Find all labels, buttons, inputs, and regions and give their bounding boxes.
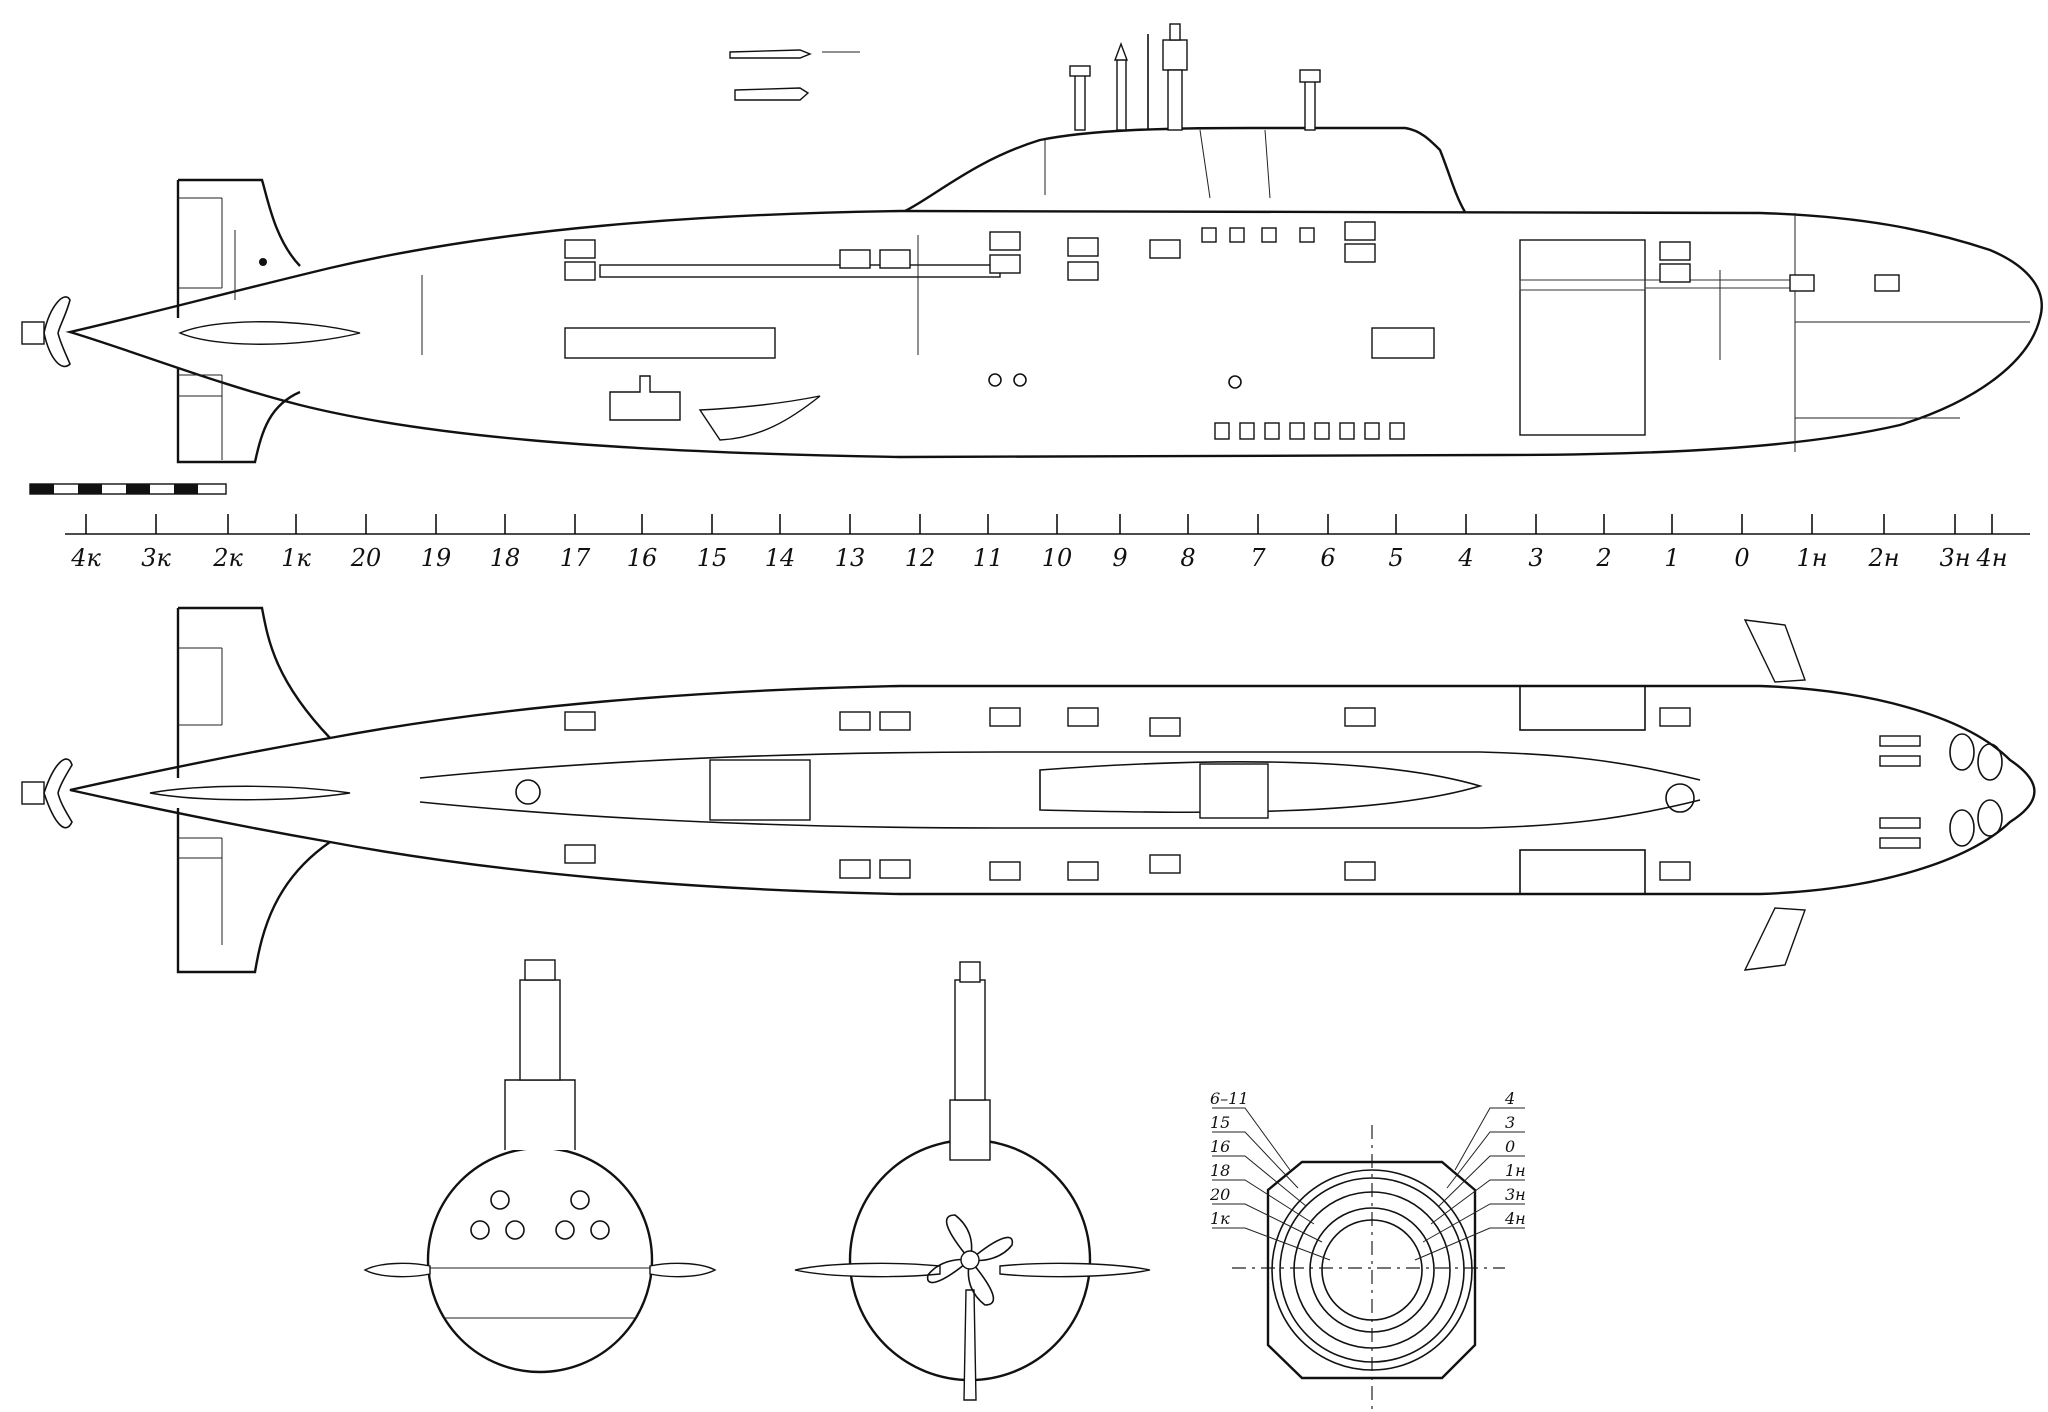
frame-label: 16 xyxy=(627,544,658,572)
graphic-scale-bar xyxy=(29,483,227,495)
plan-hatch-blocks xyxy=(564,707,1691,881)
section-label-left: 20 xyxy=(1209,1185,1230,1204)
torpedo-tube-outlines xyxy=(1879,733,2003,849)
bow-torpedo-tubes xyxy=(470,1190,610,1240)
section-label-left: 18 xyxy=(1210,1161,1230,1180)
frame-label: 1н xyxy=(1796,544,1827,572)
plan-view xyxy=(21,606,2036,974)
side-elevation-view xyxy=(21,23,2043,464)
frame-label: 5 xyxy=(1388,544,1403,572)
frame-label: 1 xyxy=(1664,544,1679,572)
section-leader-line xyxy=(1446,1131,1525,1189)
section-label-left: 1к xyxy=(1210,1209,1230,1228)
frame-label: 14 xyxy=(765,544,796,572)
section-label-right: 4 xyxy=(1504,1089,1515,1108)
section-leader-line xyxy=(1212,1203,1323,1243)
section-leader-line xyxy=(1414,1227,1525,1261)
frame-label: 1к xyxy=(281,544,311,572)
bow-end-view xyxy=(363,959,717,1374)
section-leader-line xyxy=(1212,1155,1307,1207)
frame-label: 0 xyxy=(1734,544,1749,572)
side-hatch-blocks xyxy=(564,221,1900,292)
frame-label: 3к xyxy=(141,544,171,572)
frame-label: 6 xyxy=(1320,544,1335,572)
frame-label: 8 xyxy=(1180,544,1195,572)
section-label-right: 0 xyxy=(1505,1137,1515,1156)
section-label-right: 4н xyxy=(1504,1209,1526,1228)
section-labels: 6–11 15 16 18 20 1к 4 3 0 1н 3н 4н xyxy=(1209,1089,1526,1228)
section-label-left: 6–11 xyxy=(1210,1089,1249,1108)
section-leader-line xyxy=(1212,1131,1299,1189)
frame-label: 17 xyxy=(560,544,591,572)
frame-label: 19 xyxy=(421,544,452,572)
frame-label: 13 xyxy=(835,544,866,572)
side-lower-fittings xyxy=(1214,422,1405,440)
frame-label: 3н xyxy=(1939,544,1970,572)
frame-label: 4к xyxy=(70,544,101,572)
section-leader-line xyxy=(1212,1227,1331,1261)
section-leader-line xyxy=(1454,1107,1525,1171)
frame-label: 3 xyxy=(1528,544,1543,572)
section-label-right: 3 xyxy=(1505,1113,1515,1132)
frame-label: 2н xyxy=(1867,544,1899,572)
section-label-right: 1н xyxy=(1505,1161,1526,1180)
frame-label: 12 xyxy=(905,544,936,572)
frame-number-scale xyxy=(65,514,2030,535)
cross-section-contours xyxy=(1212,1107,1525,1412)
section-leader-line xyxy=(1212,1107,1291,1171)
section-label-left: 16 xyxy=(1210,1137,1230,1156)
frame-label: 2к xyxy=(212,544,243,572)
frame-label: 4н xyxy=(1975,544,2007,572)
frame-label: 4 xyxy=(1457,544,1473,572)
section-leader-line xyxy=(1438,1155,1525,1207)
section-leader-line xyxy=(1212,1179,1315,1225)
section-leader-line xyxy=(1422,1203,1525,1243)
propeller-blades xyxy=(926,1214,1014,1306)
section-label-left: 15 xyxy=(1210,1113,1230,1132)
section-label-right: 3н xyxy=(1505,1185,1526,1204)
frame-label: 20 xyxy=(350,544,382,572)
frame-label: 18 xyxy=(490,544,521,572)
frame-label: 15 xyxy=(697,544,728,572)
stern-end-view xyxy=(794,961,1151,1401)
frame-label: 2 xyxy=(1595,544,1611,572)
frame-label: 7 xyxy=(1250,544,1266,572)
frame-label: 11 xyxy=(973,544,1004,572)
section-leader-line xyxy=(1430,1179,1525,1225)
frame-label: 9 xyxy=(1112,544,1127,572)
frame-label: 10 xyxy=(1042,544,1073,572)
